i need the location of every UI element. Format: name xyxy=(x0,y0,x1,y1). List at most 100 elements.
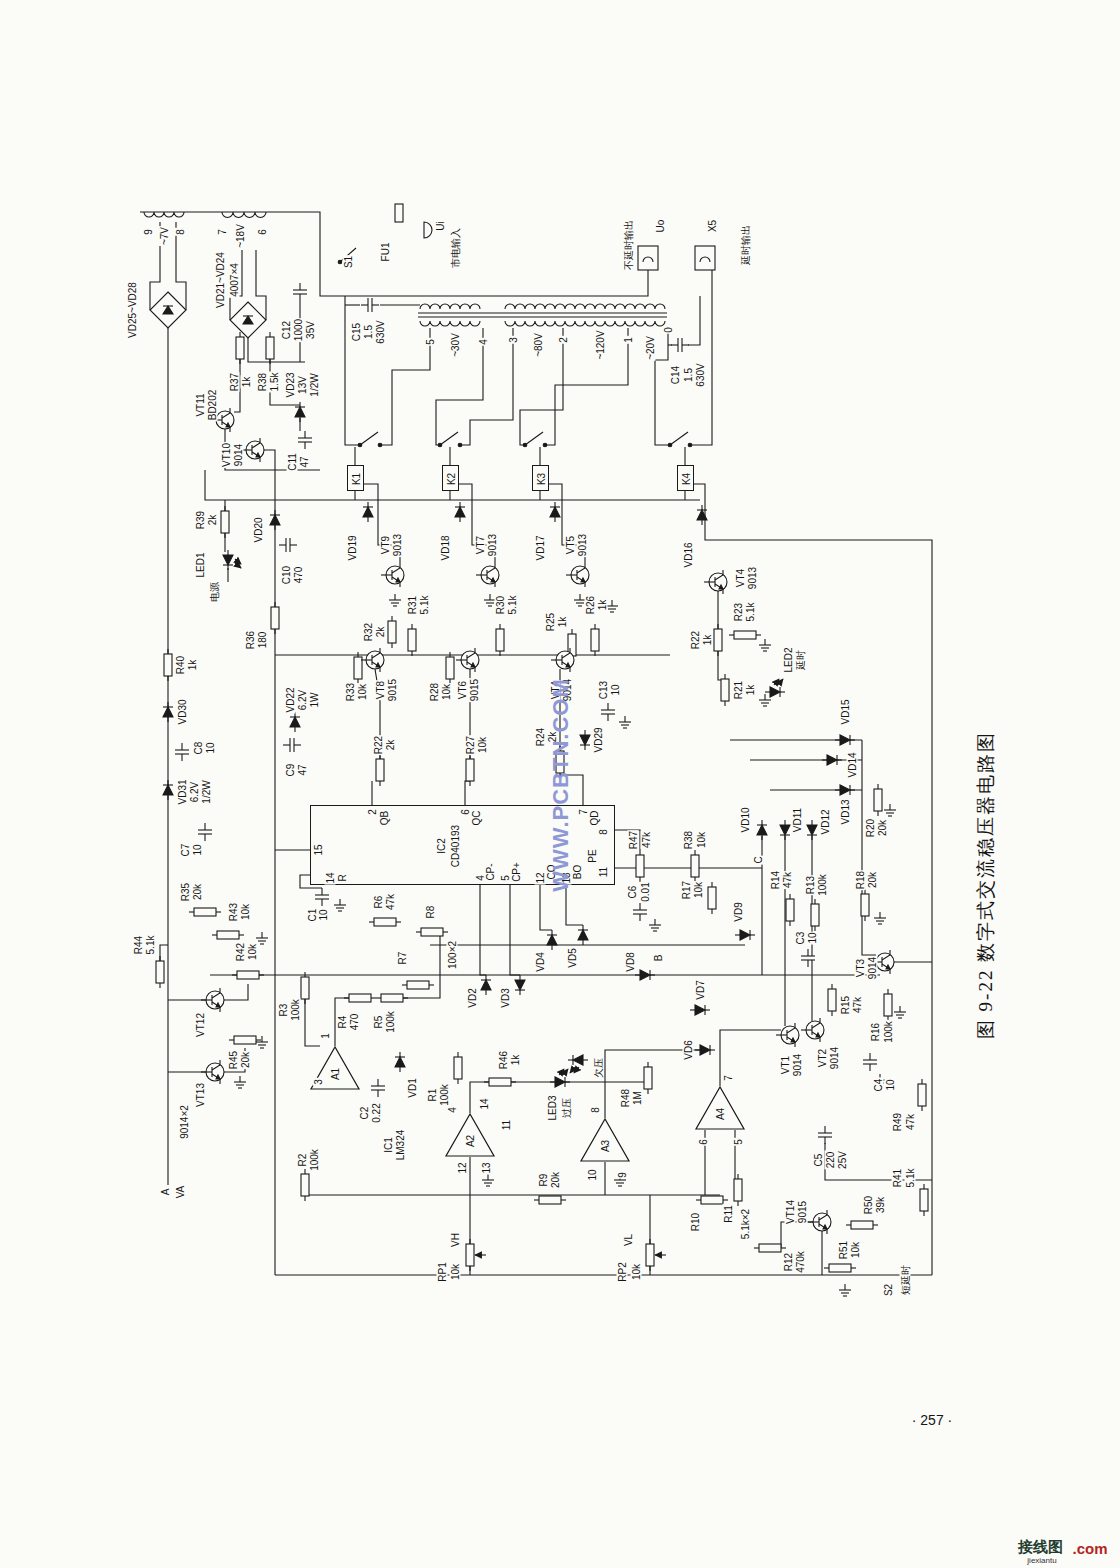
resistor-lead xyxy=(729,634,734,635)
component-label: VT14 xyxy=(785,1199,796,1225)
component-label: ~20V xyxy=(645,335,656,361)
component-label: VD21~VD24 xyxy=(215,251,226,309)
component-label: 1k xyxy=(745,684,756,697)
component-label: 35V xyxy=(305,320,316,340)
wire xyxy=(264,450,275,1275)
wire xyxy=(811,836,812,1021)
logo-text: 接线图 xyxy=(1017,1538,1064,1555)
component-label: 9 xyxy=(617,1171,628,1179)
component-label: 1/2W xyxy=(201,779,212,804)
relay-coil: K3 xyxy=(532,465,549,491)
component-label: R7 xyxy=(397,951,408,966)
ground-symbol xyxy=(651,927,659,928)
component-label: 13V xyxy=(297,375,308,395)
wire xyxy=(227,568,228,582)
resistor-symbol xyxy=(721,679,729,701)
transistor-lead xyxy=(201,999,212,1000)
diode-lead xyxy=(850,789,855,790)
transistor-emitter xyxy=(222,422,230,432)
diode-body xyxy=(697,510,707,520)
wire xyxy=(205,470,700,500)
component-label: 9013 xyxy=(392,533,403,557)
component-label: 1000 xyxy=(293,318,304,342)
resistor-symbol xyxy=(221,511,229,533)
component-label: VD19 xyxy=(347,534,358,561)
emitter-arrow xyxy=(719,585,723,589)
component-label: 100k xyxy=(290,998,301,1022)
component-label: S2 xyxy=(883,1283,894,1297)
resistor-symbol xyxy=(920,1189,928,1211)
component-label: 延时 xyxy=(795,649,806,671)
component-label: C13 xyxy=(598,680,609,700)
resistor-lead xyxy=(403,997,408,998)
component-label: 25V xyxy=(837,1150,848,1170)
component-label: 9 xyxy=(143,228,154,236)
component-label: 9013 xyxy=(747,566,758,590)
resistor-lead xyxy=(344,997,349,998)
component-label: 14 xyxy=(325,871,336,884)
component-label: VD8 xyxy=(625,951,636,972)
component-label: 4007×4 xyxy=(229,262,240,298)
diode-symbol xyxy=(695,1045,715,1055)
component-label: C8 xyxy=(193,741,204,756)
component-label: 15 xyxy=(313,843,324,856)
op-amp: A3 xyxy=(580,1118,630,1162)
diode-lead xyxy=(811,820,812,825)
resistor-lead xyxy=(711,882,712,887)
resistor-lead xyxy=(877,784,878,789)
resistor-symbol xyxy=(851,1221,873,1229)
component-label: ~80V xyxy=(533,332,544,358)
component-label: C15 xyxy=(351,322,362,342)
resistor-symbol xyxy=(301,977,309,999)
resistor-lead xyxy=(717,624,718,629)
transistor-collector xyxy=(577,563,585,573)
component-label: 20k xyxy=(867,871,878,889)
diode-lead xyxy=(583,1059,588,1060)
component-label: 1k xyxy=(557,616,568,629)
ground-symbol xyxy=(839,1289,851,1290)
component-label: 10k xyxy=(450,1263,461,1281)
transistor-emitter xyxy=(787,1037,795,1047)
diode-lead xyxy=(750,934,755,935)
diode-lead xyxy=(167,795,168,800)
component-label: 6.2V xyxy=(189,781,200,804)
diode-lead xyxy=(835,739,840,740)
component-label: VT8 xyxy=(375,680,386,700)
wire xyxy=(655,328,670,445)
transistor-collector xyxy=(252,438,260,448)
ground-symbol xyxy=(898,1017,902,1018)
resistor-lead xyxy=(269,332,270,337)
component-label: VT2 xyxy=(817,1048,828,1068)
component-label: R47 xyxy=(628,830,639,850)
component-label: 14 xyxy=(479,1097,490,1110)
capacitor-gap xyxy=(175,750,189,754)
resistor-symbol xyxy=(701,1196,723,1204)
ground-symbol xyxy=(886,812,894,813)
bridge-rectifier xyxy=(230,302,266,338)
diode-lead xyxy=(765,691,770,692)
resistor-symbol xyxy=(714,629,722,651)
component-label: R22 xyxy=(690,630,701,650)
diode-symbol xyxy=(807,820,817,840)
ground-symbol xyxy=(759,644,771,645)
resistor-lead xyxy=(923,1184,924,1189)
wire xyxy=(168,1071,206,1072)
component-label: 100k xyxy=(439,1083,450,1107)
component-label: 9014 xyxy=(792,1053,803,1077)
component-label: B xyxy=(653,954,664,963)
ground-symbol xyxy=(653,930,657,931)
diode-symbol xyxy=(697,505,707,525)
component-label: QB xyxy=(379,810,390,826)
resistor-symbol xyxy=(156,961,164,983)
diode-body xyxy=(580,735,590,745)
resistor-lead xyxy=(402,984,407,985)
component-label: R48 xyxy=(620,1088,631,1108)
capacitor-lead xyxy=(607,703,608,710)
transistor-emitter xyxy=(562,662,570,672)
component-label: 10 xyxy=(318,908,329,921)
resistor-symbol xyxy=(164,654,172,676)
component-label: VT12 xyxy=(195,1012,206,1038)
component-label: R2 xyxy=(297,1153,308,1168)
resistor-lead xyxy=(416,931,421,932)
bridge-diode xyxy=(243,315,253,316)
